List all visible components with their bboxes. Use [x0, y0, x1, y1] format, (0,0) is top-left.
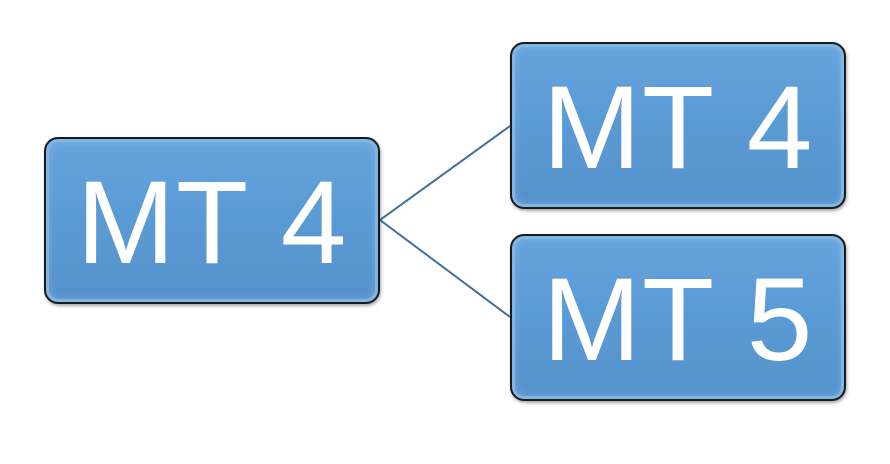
- connector-root-to-child-1: [379, 125, 511, 221]
- child-node-2-label: MT 5: [542, 253, 814, 386]
- connector-root-to-child-2: [379, 219, 511, 318]
- root-node-label: MT 4: [76, 156, 348, 289]
- child-node-1-label: MT 4: [542, 61, 814, 194]
- root-node: MT 4: [44, 137, 380, 304]
- child-node-1: MT 4: [510, 42, 846, 209]
- child-node-2: MT 5: [510, 234, 846, 401]
